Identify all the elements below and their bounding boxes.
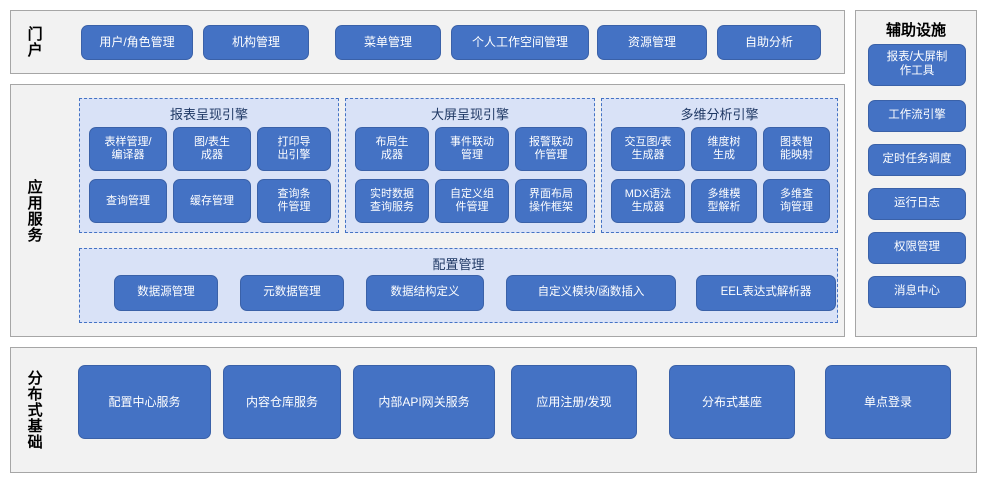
portal-band-label: 门户 (25, 26, 43, 58)
app-service-panel: 应用服务 报表呈现引擎 表样管理/ 编译器 图/表生 成器 打印导 出引擎 查询… (10, 84, 845, 337)
infra-item-config-center-service[interactable]: 配置中心服务 (78, 365, 211, 439)
aux-item-workflow-engine[interactable]: 工作流引擎 (868, 100, 966, 132)
aux-item-scheduled-task-scheduler[interactable]: 定时任务调度 (868, 144, 966, 176)
module-data-structure-definition[interactable]: 数据结构定义 (366, 275, 484, 311)
module-eel-expression-parser[interactable]: EEL表达式解析器 (696, 275, 836, 311)
module-chart-table-generator[interactable]: 图/表生 成器 (173, 127, 251, 171)
module-table-template-management-compiler[interactable]: 表样管理/ 编译器 (89, 127, 167, 171)
infrastructure-band-label: 分布式基础 (25, 370, 43, 450)
module-cache-management[interactable]: 缓存管理 (173, 179, 251, 223)
portal-item-resource-management[interactable]: 资源管理 (597, 25, 707, 60)
module-interactive-chart-table-generator[interactable]: 交互图/表 生成器 (611, 127, 685, 171)
infra-item-app-registration-discovery[interactable]: 应用注册/发现 (511, 365, 637, 439)
portal-item-personal-workspace-management[interactable]: 个人工作空间管理 (451, 25, 589, 60)
aux-item-report-bigscreen-authoring-tool[interactable]: 报表/大屏制 作工具 (868, 44, 966, 86)
module-query-condition-management[interactable]: 查询条 件管理 (257, 179, 331, 223)
infra-item-single-sign-on[interactable]: 单点登录 (825, 365, 951, 439)
group-report-rendering-engine: 报表呈现引擎 表样管理/ 编译器 图/表生 成器 打印导 出引擎 查询管理 缓存… (79, 98, 339, 233)
group-title-bigscreen-rendering-engine: 大屏呈现引擎 (430, 107, 509, 122)
module-mdx-syntax-generator[interactable]: MDX语法 生成器 (611, 179, 685, 223)
aux-facilities-title: 辅助设施 (885, 22, 946, 39)
portal-item-org-management[interactable]: 机构管理 (203, 25, 309, 60)
portal-panel: 门户 用户/角色管理 机构管理 菜单管理 个人工作空间管理 资源管理 自助分析 (10, 10, 845, 74)
module-custom-component-management[interactable]: 自定义组 件管理 (435, 179, 509, 223)
module-event-linkage-management[interactable]: 事件联动 管理 (435, 127, 509, 171)
infra-item-distributed-base[interactable]: 分布式基座 (669, 365, 795, 439)
group-title-report-rendering-engine: 报表呈现引擎 (169, 107, 248, 122)
group-multidimensional-analysis-engine: 多维分析引擎 交互图/表 生成器 维度树 生成 图表智 能映射 MDX语法 生成… (601, 98, 838, 233)
app-service-band-label: 应用服务 (25, 178, 43, 243)
module-query-management[interactable]: 查询管理 (89, 179, 167, 223)
aux-item-runtime-log[interactable]: 运行日志 (868, 188, 966, 220)
group-title-configuration-management: 配置管理 (432, 257, 485, 272)
module-realtime-data-query-service[interactable]: 实时数据 查询服务 (355, 179, 429, 223)
portal-item-self-service-analysis[interactable]: 自助分析 (717, 25, 821, 60)
group-configuration-management: 配置管理 数据源管理 元数据管理 数据结构定义 自定义模块/函数插入 EEL表达… (79, 248, 838, 323)
module-print-export-engine[interactable]: 打印导 出引擎 (257, 127, 331, 171)
module-chart-intelligent-mapping[interactable]: 图表智 能映射 (763, 127, 830, 171)
aux-item-permission-management[interactable]: 权限管理 (868, 232, 966, 264)
infra-item-content-repository-service[interactable]: 内容仓库服务 (223, 365, 341, 439)
group-bigscreen-rendering-engine: 大屏呈现引擎 布局生 成器 事件联动 管理 报警联动 作管理 实时数据 查询服务… (345, 98, 595, 233)
group-title-multidimensional-analysis-engine: 多维分析引擎 (680, 107, 759, 122)
module-datasource-management[interactable]: 数据源管理 (114, 275, 218, 311)
portal-item-menu-management[interactable]: 菜单管理 (335, 25, 441, 60)
infra-item-internal-api-gateway-service[interactable]: 内部API网关服务 (353, 365, 495, 439)
module-metadata-management[interactable]: 元数据管理 (240, 275, 344, 311)
module-multidimensional-model-parsing[interactable]: 多维模 型解析 (691, 179, 757, 223)
portal-item-user-role-management[interactable]: 用户/角色管理 (81, 25, 193, 60)
module-multidimensional-query-management[interactable]: 多维查 询管理 (763, 179, 830, 223)
module-ui-layout-operation-framework[interactable]: 界面布局 操作框架 (515, 179, 587, 223)
module-dimension-tree-generation[interactable]: 维度树 生成 (691, 127, 757, 171)
infrastructure-panel: 分布式基础 配置中心服务 内容仓库服务 内部API网关服务 应用注册/发现 分布… (10, 347, 977, 473)
aux-item-message-center[interactable]: 消息中心 (868, 276, 966, 308)
module-custom-module-function-insertion[interactable]: 自定义模块/函数插入 (506, 275, 676, 311)
module-layout-generator[interactable]: 布局生 成器 (355, 127, 429, 171)
module-alarm-linkage-action-management[interactable]: 报警联动 作管理 (515, 127, 587, 171)
aux-facilities-panel: 辅助设施 报表/大屏制 作工具 工作流引擎 定时任务调度 运行日志 权限管理 消… (855, 10, 977, 337)
